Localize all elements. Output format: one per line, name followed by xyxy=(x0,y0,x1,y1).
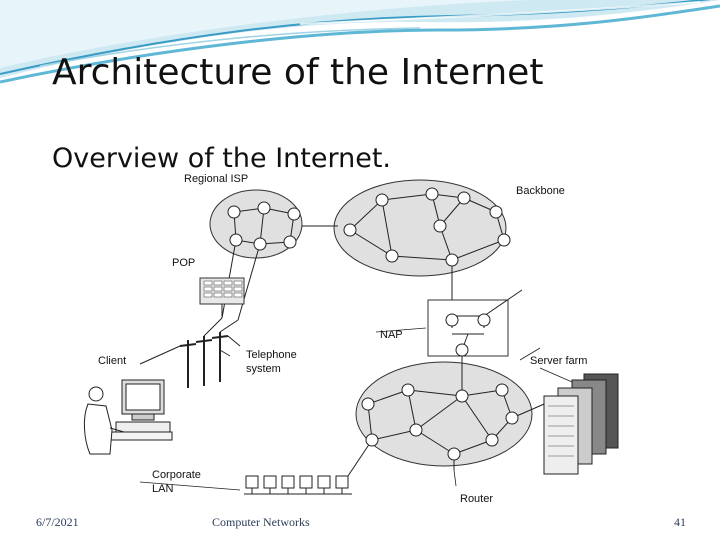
footer-page-number: 41 xyxy=(674,515,686,529)
label-telephone-system-1: Telephone xyxy=(246,349,297,361)
label-backbone: Backbone xyxy=(516,185,565,197)
internet-architecture-diagram: Regional ISP Backbone POP NAP Client Tel… xyxy=(80,168,620,504)
label-regional-isp: Regional ISP xyxy=(184,173,248,185)
footer-date: 6/7/2021 xyxy=(36,515,79,529)
label-pop: POP xyxy=(172,257,195,269)
label-client: Client xyxy=(98,355,126,367)
server-farm-icon xyxy=(543,373,619,475)
label-router: Router xyxy=(460,493,493,504)
footer-course-title: Computer Networks xyxy=(212,515,310,529)
label-telephone-system-2: system xyxy=(246,363,281,375)
label-server-farm: Server farm xyxy=(530,355,587,367)
label-corporate-lan-1: Corporate xyxy=(152,469,201,481)
backbone-cloud xyxy=(333,179,507,277)
client-workstation-icon xyxy=(83,379,173,455)
header-wave-decoration xyxy=(0,0,720,84)
pop-equipment-icon xyxy=(199,277,245,318)
label-nap: NAP xyxy=(380,329,403,341)
corporate-lan-icon xyxy=(244,475,352,495)
router-network-cloud xyxy=(355,361,533,467)
nap-box xyxy=(427,299,509,357)
telephone-poles-icon xyxy=(139,317,241,388)
label-corporate-lan-2: LAN xyxy=(152,483,173,495)
slide-title: Architecture of the Internet xyxy=(52,52,544,93)
